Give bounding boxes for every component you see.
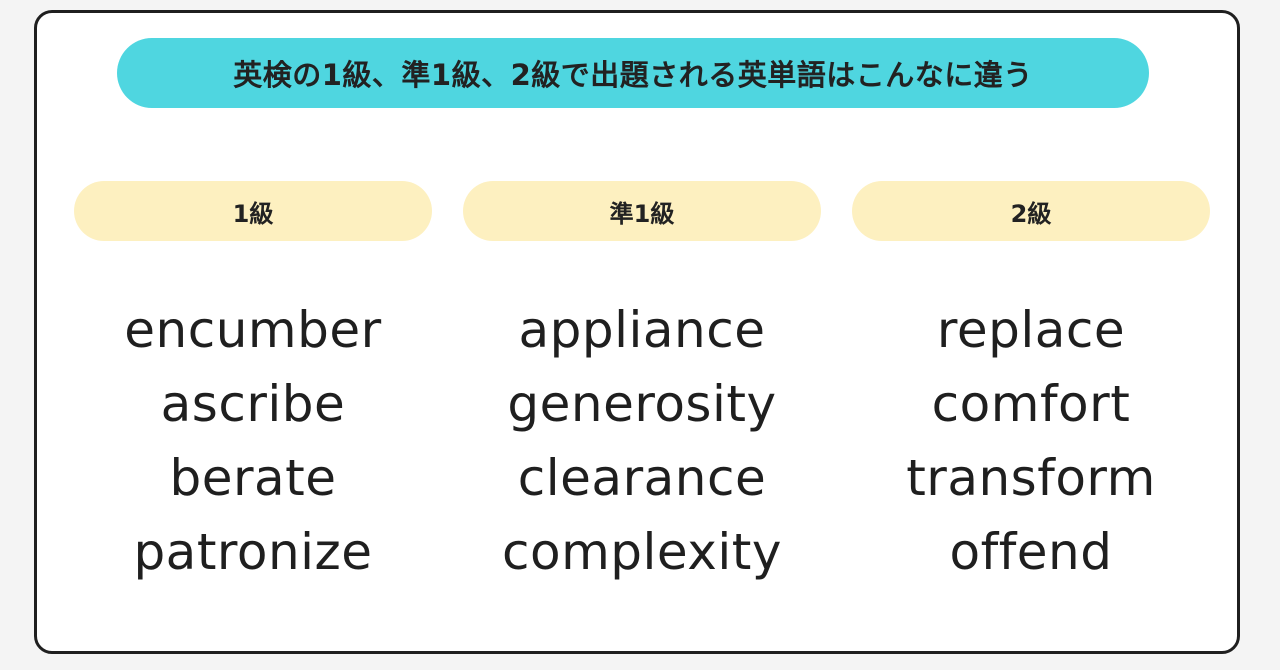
grade-columns: 1級 encumber ascribe berate patronize 準1級… <box>74 181 1210 601</box>
word-item: appliance <box>518 301 766 359</box>
word-list: appliance generosity clearance complexit… <box>463 293 821 589</box>
grade-header: 1級 <box>74 181 432 241</box>
grade-column-pre1kyu: 準1級 appliance generosity clearance compl… <box>463 181 821 601</box>
word-item: transform <box>906 449 1156 507</box>
word-list: encumber ascribe berate patronize <box>74 293 432 589</box>
grade-column-1kyu: 1級 encumber ascribe berate patronize <box>74 181 432 601</box>
word-item: comfort <box>931 375 1131 433</box>
word-item: generosity <box>507 375 777 433</box>
page-title: 英検の1級、準1級、2級で出題される英単語はこんなに違う <box>233 58 1033 92</box>
grade-label: 2級 <box>1010 199 1052 228</box>
grade-label: 1級 <box>232 199 274 228</box>
word-list: replace comfort transform offend <box>852 293 1210 589</box>
grade-column-2kyu: 2級 replace comfort transform offend <box>852 181 1210 601</box>
word-item: offend <box>949 523 1113 581</box>
word-item: berate <box>169 449 337 507</box>
word-item: encumber <box>124 301 382 359</box>
grade-header: 2級 <box>852 181 1210 241</box>
word-item: complexity <box>502 523 782 581</box>
word-item: replace <box>936 301 1126 359</box>
word-item: ascribe <box>160 375 346 433</box>
word-item: clearance <box>517 449 767 507</box>
grade-header: 準1級 <box>463 181 821 241</box>
title-banner: 英検の1級、準1級、2級で出題される英単語はこんなに違う <box>117 38 1149 108</box>
vocabulary-comparison-card: 英検の1級、準1級、2級で出題される英単語はこんなに違う 1級 encumber… <box>34 10 1240 654</box>
word-item: patronize <box>133 523 373 581</box>
grade-label: 準1級 <box>609 199 675 228</box>
